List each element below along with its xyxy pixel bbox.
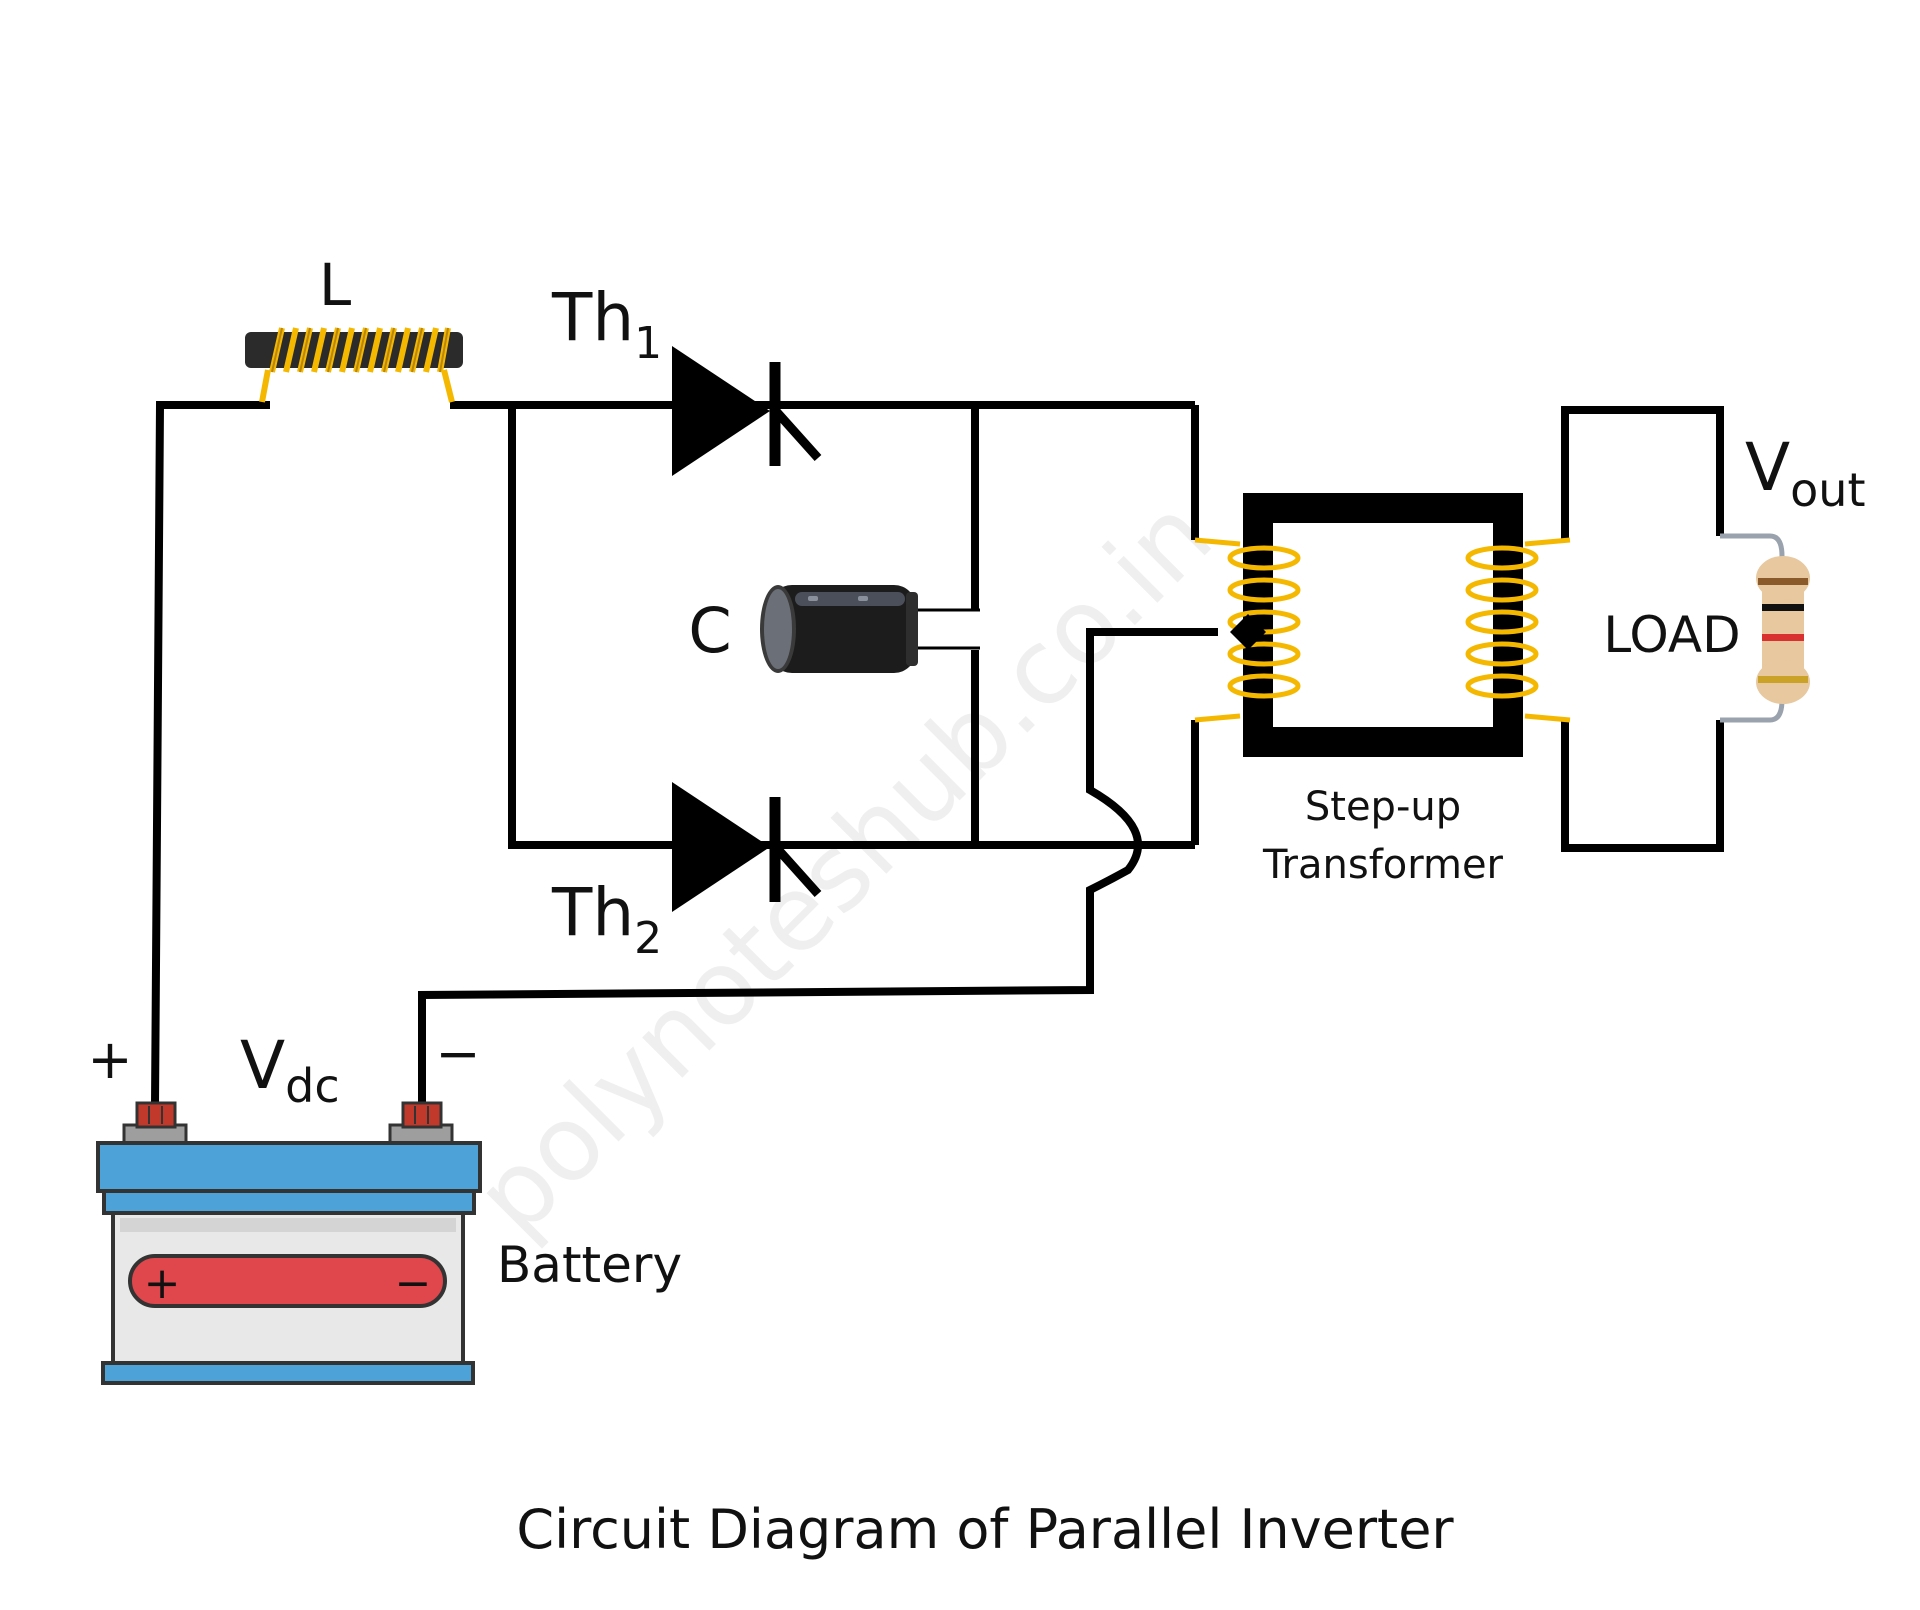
battery-band-plus: +	[144, 1258, 181, 1309]
transformer-label-line1: Step-up	[1305, 784, 1461, 830]
transformer-label-line2: Transformer	[1262, 842, 1504, 888]
battery-negative-terminal	[388, 1101, 454, 1145]
inductor	[245, 327, 463, 403]
vdc-label: Vdc	[240, 1027, 340, 1113]
battery	[96, 1101, 482, 1385]
transformer-secondary-winding	[1465, 537, 1571, 723]
thyristor-1	[672, 346, 822, 476]
battery-positive-terminal	[122, 1101, 188, 1145]
thyristor-2-label: Th2	[551, 874, 662, 964]
battery-band-minus: −	[395, 1258, 432, 1309]
capacitor-label: C	[688, 594, 731, 667]
vout-label: Vout	[1745, 429, 1866, 517]
load-resistor	[1720, 533, 1810, 723]
diagram-caption: Circuit Diagram of Parallel Inverter	[516, 1498, 1454, 1561]
thyristor-1-label: Th1	[551, 279, 662, 369]
capacitor	[760, 585, 918, 673]
center-tap-node	[1230, 614, 1266, 650]
negative-terminal-label: −	[435, 1022, 480, 1085]
wire-left-bus	[508, 405, 1195, 849]
wire-positive-rail	[151, 401, 270, 1106]
battery-label: Battery	[497, 1236, 682, 1294]
step-up-transformer	[1194, 493, 1571, 757]
inductor-label: L	[319, 251, 351, 319]
wire-secondary-top	[1561, 406, 1724, 540]
positive-terminal-label: +	[87, 1028, 132, 1091]
thyristor-2	[672, 782, 822, 912]
load-label: LOAD	[1603, 606, 1740, 664]
circuit-wires	[151, 401, 1724, 1106]
wire-secondary-bottom	[1561, 720, 1724, 852]
wire-center-tap	[418, 628, 1218, 1105]
